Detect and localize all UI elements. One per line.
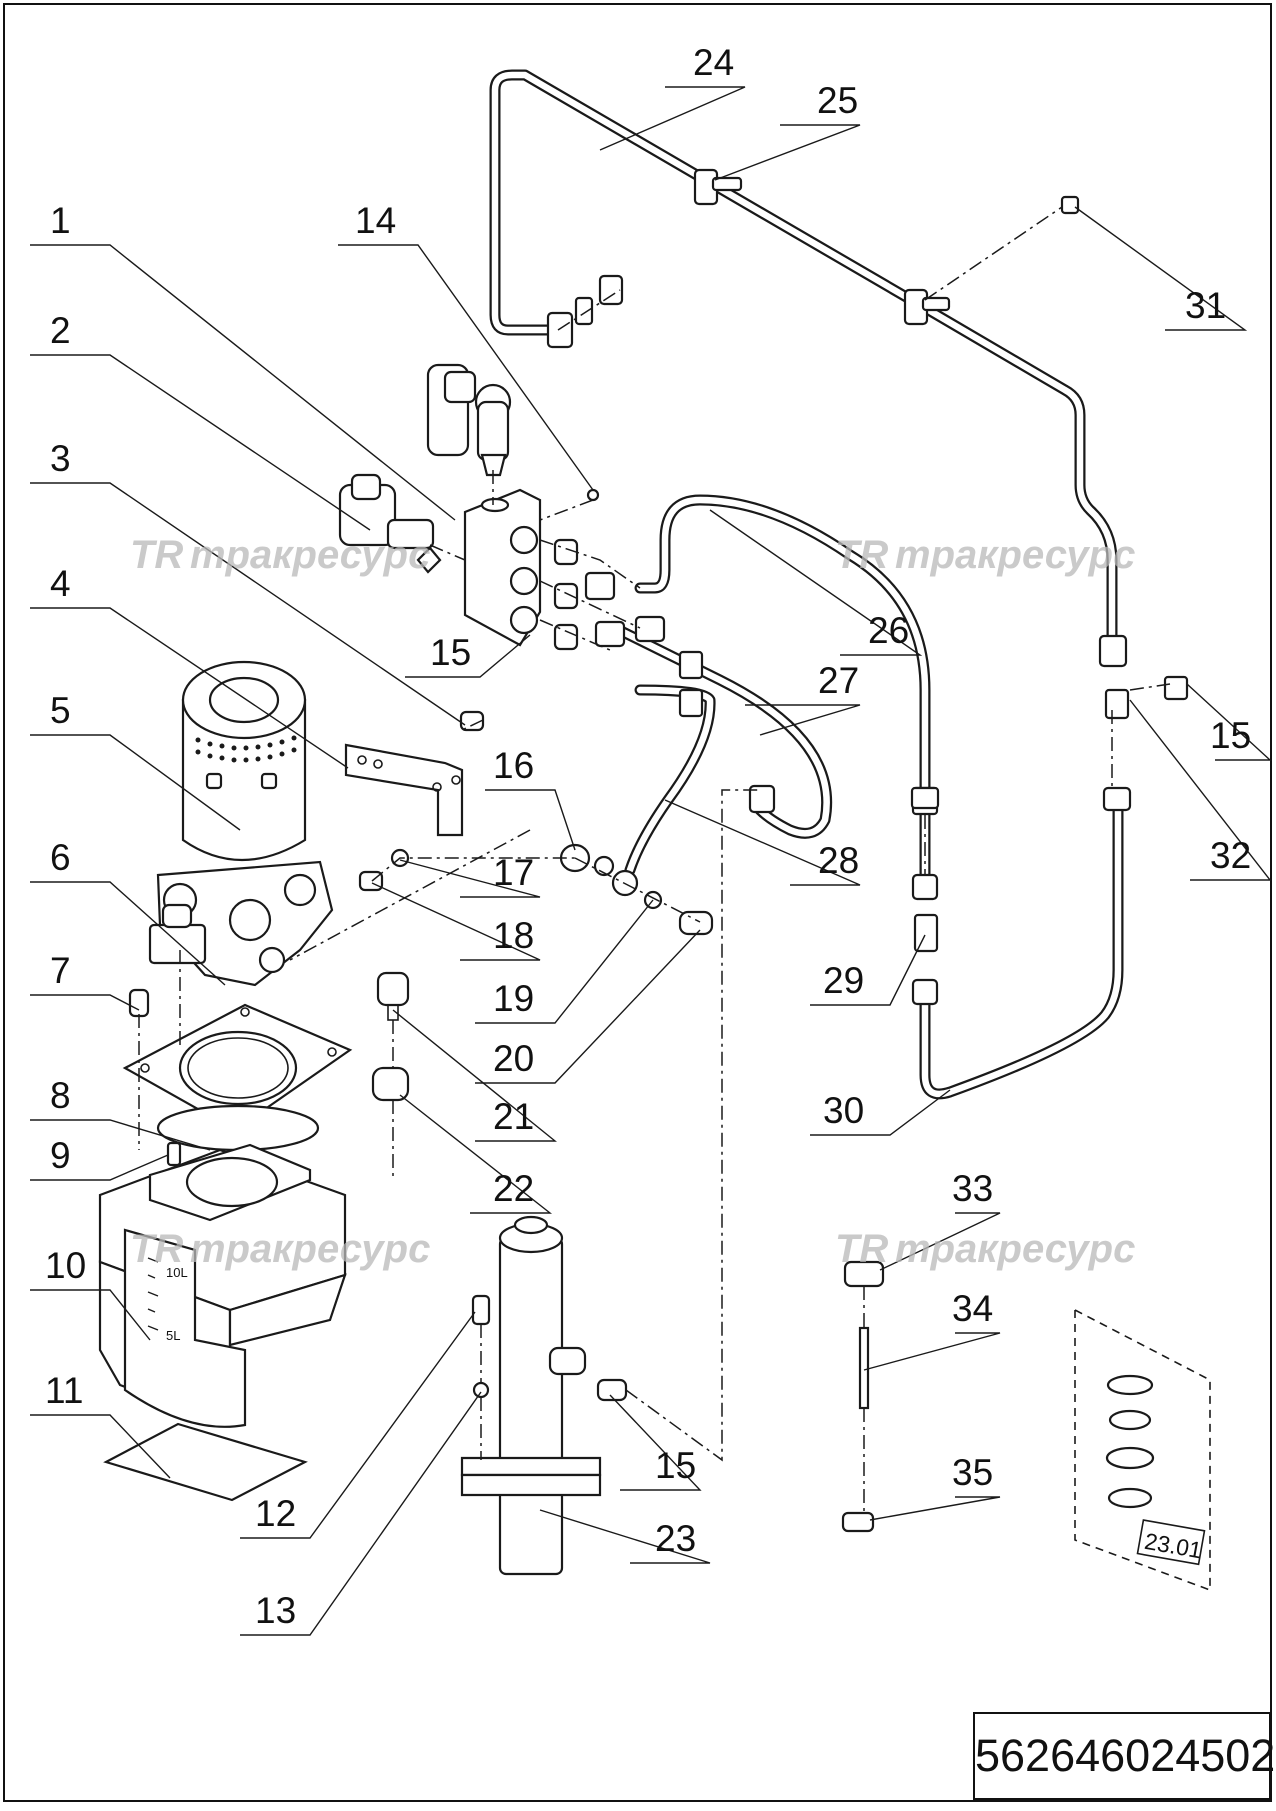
base-plate-11: [103, 1422, 308, 1502]
watermark-logo: TR: [835, 533, 888, 577]
callout-label: 15: [430, 632, 471, 673]
callout-label: 25: [817, 80, 858, 121]
callout-label: 6: [50, 837, 71, 878]
pipe-24: [489, 69, 1118, 646]
watermark-text: тракресурс: [895, 1227, 1135, 1271]
callout-label: 18: [493, 915, 534, 956]
callout-leaders: [30, 86, 1272, 1636]
callout-label: 15: [655, 1445, 696, 1486]
watermark-logo: TR: [130, 1227, 183, 1271]
drawing-number-box: 562646024502: [973, 1712, 1275, 1800]
cap-21: [376, 971, 410, 1021]
watermark-logo: TR: [835, 1227, 888, 1271]
fittings-16-20: [358, 538, 714, 936]
callout-label: 31: [1185, 285, 1226, 326]
callout-label: 21: [493, 1096, 534, 1137]
elbow-35: [841, 1511, 875, 1533]
callout-label: 1: [50, 200, 71, 241]
callout-label: 4: [50, 563, 71, 604]
solenoid-valve-1: [426, 363, 512, 477]
callout-label: 20: [493, 1038, 534, 1079]
callout-label: 19: [493, 978, 534, 1019]
clamp-25: [693, 168, 951, 326]
callout-label: 23: [655, 1518, 696, 1559]
callout-label: 5: [50, 690, 71, 731]
callout-label: 34: [952, 1288, 993, 1329]
pipe-30: [919, 794, 1124, 1100]
nut-22: [371, 1066, 410, 1102]
valve-block: [463, 488, 542, 647]
bracket-4: [344, 743, 464, 837]
watermark: TR тракресурс TR тракресурс TR тракресур…: [130, 533, 1135, 1271]
bolt-3: [459, 710, 485, 732]
kit-label: 23.01: [1143, 1528, 1204, 1564]
callout-label: 33: [952, 1168, 993, 1209]
bolt-12: [471, 1294, 491, 1326]
solenoid-valve-2: [338, 473, 442, 574]
watermark-text: тракресурс: [190, 1227, 430, 1271]
pipe-27: [609, 622, 833, 839]
flange-8: [122, 1003, 353, 1132]
seal-kit-23-01: 23.01: [1074, 1308, 1211, 1592]
callout-label: 12: [255, 1493, 296, 1534]
pipe-26: [634, 494, 931, 886]
callout-label: 8: [50, 1075, 71, 1116]
bolt-9: [166, 1141, 182, 1167]
tank-level-scale: [147, 1257, 159, 1331]
callout-label: 16: [493, 745, 534, 786]
callout-label: 15: [1210, 715, 1251, 756]
callout-label: 17: [493, 852, 534, 893]
callout-label: 24: [693, 42, 734, 83]
callout-label: 22: [493, 1168, 534, 1209]
assembly-lines: [138, 206, 1171, 1513]
drawing-frame: [3, 3, 1272, 1802]
motor-vent-holes: [195, 735, 297, 763]
tank-scale-lower: 5L: [166, 1328, 180, 1343]
callout-label: 14: [355, 200, 396, 241]
pump-6: [148, 860, 334, 987]
watermark-text: тракресурс: [895, 533, 1135, 577]
callout-label: 3: [50, 438, 71, 479]
cylinder-23: [460, 1215, 602, 1576]
callout-label: 28: [818, 840, 859, 881]
callout-label: 29: [823, 960, 864, 1001]
callout-label: 27: [818, 660, 859, 701]
watermark-text: тракресурс: [190, 533, 430, 577]
callout-labels: 1 2 3 4 5 6 7 8 9 10 11 12 13 14 15 15 1…: [45, 42, 1251, 1631]
tank-10: 10L 5L: [98, 1143, 347, 1428]
gasket-9: [156, 1104, 320, 1152]
callout-label: 11: [45, 1370, 83, 1411]
callout-label: 30: [823, 1090, 864, 1131]
callout-label: 32: [1210, 835, 1251, 876]
washer-13: [472, 1381, 490, 1399]
watermark-logo: TR: [130, 533, 183, 577]
bolt-7: [128, 988, 150, 1018]
tank-scale-upper: 10L: [166, 1265, 188, 1280]
motor-5: [181, 660, 307, 862]
callout-label: 2: [50, 310, 71, 351]
callout-label: 10: [45, 1245, 86, 1286]
callout-label: 35: [952, 1452, 993, 1493]
callout-label: 26: [868, 610, 909, 651]
callout-label: 9: [50, 1135, 71, 1176]
pipe-fittings: [546, 195, 1189, 1006]
rod-34: [858, 1326, 870, 1410]
callout-label: 7: [50, 950, 71, 991]
callout-label: 13: [255, 1590, 296, 1631]
screw-14: [586, 488, 600, 502]
